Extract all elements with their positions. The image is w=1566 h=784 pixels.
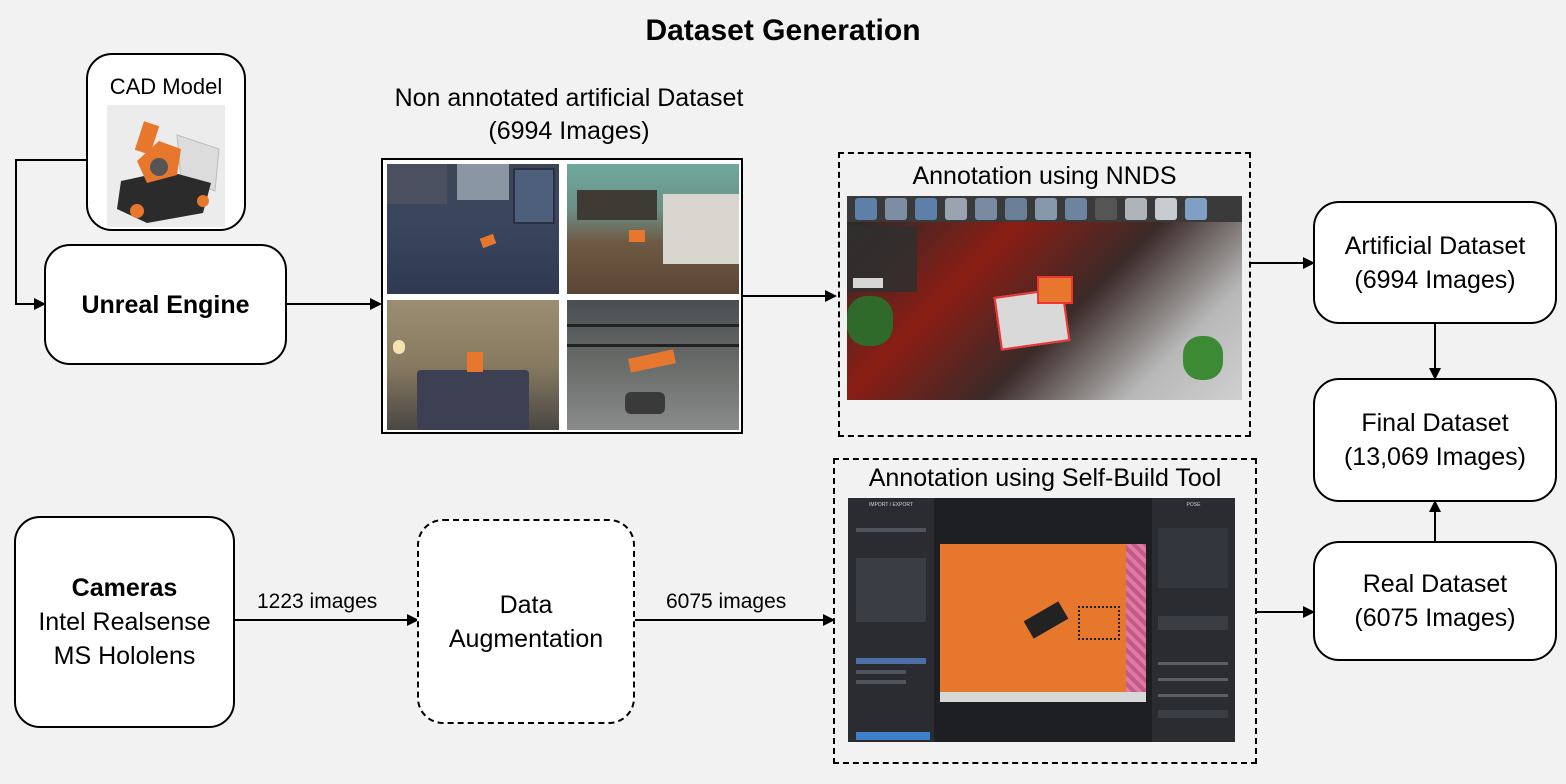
sample-render-kitchen (567, 164, 739, 294)
non-annotated-caption: Non annotated artificial Dataset (6994 I… (352, 82, 786, 148)
nnds-screenshot (847, 196, 1242, 400)
cameras-title: Cameras (71, 574, 178, 602)
data-augmentation-line2: Augmentation (448, 624, 604, 653)
cameras-line1: Intel Realsense (38, 608, 211, 636)
selfbuild-right-panel: POSE (1152, 498, 1235, 742)
non-annotated-caption-line2: (6994 Images) (488, 117, 650, 145)
cad-model-box: CAD Model (86, 53, 246, 231)
real-dataset-line2: (6075 Images) (1354, 604, 1516, 632)
real-dataset-box: Real Dataset (6075 Images) (1313, 541, 1557, 661)
selfbuild-center-view (940, 544, 1146, 702)
real-dataset-line1: Real Dataset (1362, 570, 1508, 598)
diagram-title: Dataset Generation (645, 14, 921, 47)
sample-render-balcony (567, 300, 739, 430)
edge-label-augmentation-selfbuild: 6075 images (666, 590, 787, 613)
nnds-caption: Annotation using NNDS (912, 162, 1177, 190)
arrow-cad-to-unreal (15, 159, 86, 310)
edge-label-cameras-augmentation: 1223 images (257, 590, 378, 613)
non-annotated-caption-line1: Non annotated artificial Dataset (394, 84, 744, 112)
sample-render-bedroom-bed (387, 300, 559, 430)
selfbuild-left-header: IMPORT / EXPORT (869, 502, 913, 508)
selfbuild-left-panel: IMPORT / EXPORT (848, 498, 934, 742)
selfbuild-tool-screenshot: IMPORT / EXPORT POSE (848, 498, 1235, 742)
cameras-line2: MS Hololens (53, 642, 196, 670)
data-augmentation-line1: Data (499, 590, 553, 619)
selfbuild-caption: Annotation using Self-Build Tool (868, 464, 1222, 492)
artificial-dataset-box: Artificial Dataset (6994 Images) (1313, 201, 1557, 324)
final-dataset-box: Final Dataset (13,069 Images) (1313, 378, 1557, 502)
selfbuild-annotation-group (833, 458, 1257, 764)
non-annotated-image-grid (381, 158, 743, 434)
artificial-dataset-line2: (6994 Images) (1354, 265, 1516, 294)
final-dataset-line2: (13,069 Images) (1343, 443, 1527, 471)
nnds-toolbar (847, 196, 1242, 222)
nnds-annotation-group (838, 152, 1251, 437)
cad-model-render (107, 105, 225, 227)
cad-model-label: CAD Model (109, 74, 223, 99)
data-augmentation-box: Data Augmentation (417, 519, 635, 724)
unreal-engine-box: Unreal Engine (44, 244, 287, 365)
final-dataset-line1: Final Dataset (1361, 409, 1509, 437)
cameras-box: Cameras Intel Realsense MS Hololens (14, 516, 235, 728)
sample-render-bedroom-floor (387, 164, 559, 294)
selfbuild-right-header: POSE (1186, 502, 1201, 508)
unreal-engine-label: Unreal Engine (81, 290, 250, 319)
artificial-dataset-line1: Artificial Dataset (1344, 231, 1526, 260)
